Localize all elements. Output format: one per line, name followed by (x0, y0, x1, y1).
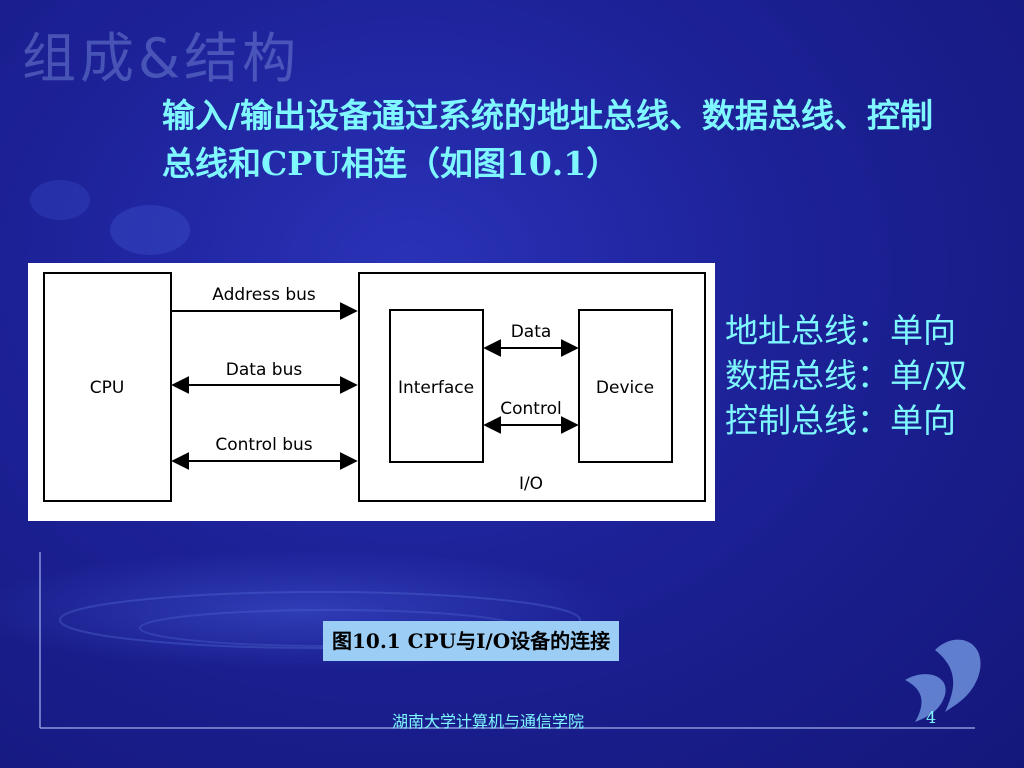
control-bus-note: 控制总线：单向 (725, 401, 956, 440)
figure-caption: 图10.1 CPU与I/O设备的连接 (323, 621, 620, 661)
device-label: Device (596, 378, 654, 398)
intro-text: 输入/输出设备通过系统的地址总线、数据总线、控制总线和CPU相连（如图10.1） (162, 96, 934, 183)
data-link-label: Data (511, 322, 552, 342)
device-box (578, 309, 673, 463)
section-title: 组成&结构 (22, 27, 301, 90)
interface-label: Interface (398, 378, 474, 398)
data-bus-note: 数据总线：单/双 (725, 356, 968, 395)
control-bus-label: Control bus (215, 435, 312, 455)
data-bus-label: Data bus (226, 360, 303, 380)
cpu-box (43, 272, 172, 502)
address-bus-note: 地址总线：单向 (725, 311, 956, 350)
bus-direction-notes: 地址总线：单向 数据总线：单/双 控制总线：单向 (725, 308, 967, 443)
dolphin-logo-icon (905, 639, 981, 722)
address-bus-label: Address bus (212, 285, 316, 305)
page-number: 4 (926, 708, 937, 727)
io-label: I/O (519, 474, 543, 494)
footer-institution: 湖南大学计算机与通信学院 (392, 712, 585, 731)
interface-box (389, 309, 484, 463)
cpu-io-diagram: CPU Address bus Data bus Control bus Int… (28, 263, 715, 521)
cpu-label: CPU (90, 378, 125, 398)
control-link-label: Control (500, 399, 561, 419)
